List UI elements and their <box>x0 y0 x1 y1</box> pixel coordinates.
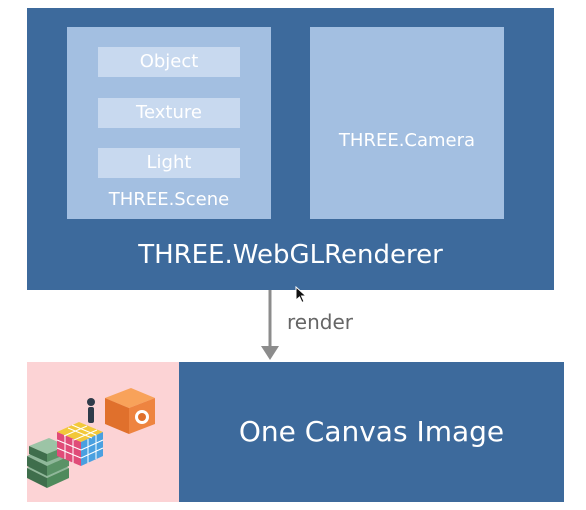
camera-block: THREE.Camera <box>310 27 504 219</box>
illustration-panel <box>27 362 179 502</box>
scene-item-light: Light <box>98 148 240 178</box>
canvas-label: One Canvas Image <box>238 415 505 448</box>
isometric-game-scene-icon <box>27 388 155 488</box>
scene-block: Object Texture Light THREE.Scene <box>67 27 271 219</box>
scene-item-object: Object <box>98 47 240 77</box>
render-label: render <box>287 310 353 334</box>
renderer-label: THREE.WebGLRenderer <box>138 240 443 270</box>
canvas-image-panel: One Canvas Image <box>179 362 564 502</box>
scene-label: THREE.Scene <box>108 189 230 210</box>
camera-label: THREE.Camera <box>338 130 476 151</box>
render-arrow-icon <box>261 290 279 360</box>
webgl-renderer-block: Object Texture Light THREE.Scene THREE.C… <box>27 8 554 290</box>
output-block: One Canvas Image <box>27 362 564 502</box>
scene-item-texture: Texture <box>98 98 240 128</box>
mouse-cursor-icon <box>295 286 307 304</box>
